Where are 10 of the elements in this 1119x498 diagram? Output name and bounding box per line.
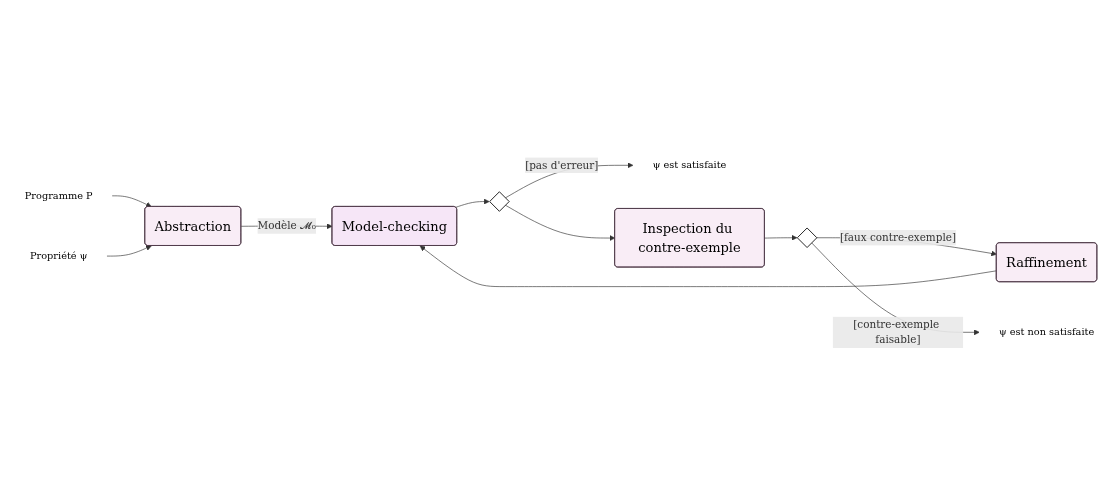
node-text: Programme P bbox=[24, 190, 93, 202]
edge-label: Modèle 𝓜₀ bbox=[257, 219, 316, 233]
node-text: ψ est satisfaite bbox=[652, 159, 727, 172]
edge-label: [faux contre-exemple] bbox=[839, 231, 956, 244]
edge-label: [pas d'erreur] bbox=[525, 159, 599, 172]
node-text: Propriété ψ bbox=[29, 250, 88, 262]
node-diamond bbox=[489, 191, 510, 212]
edge-label: [contre-exemple faisable] bbox=[853, 318, 940, 347]
node-diamond bbox=[796, 227, 818, 249]
node-text: ψ est non satisfaite bbox=[998, 326, 1095, 339]
